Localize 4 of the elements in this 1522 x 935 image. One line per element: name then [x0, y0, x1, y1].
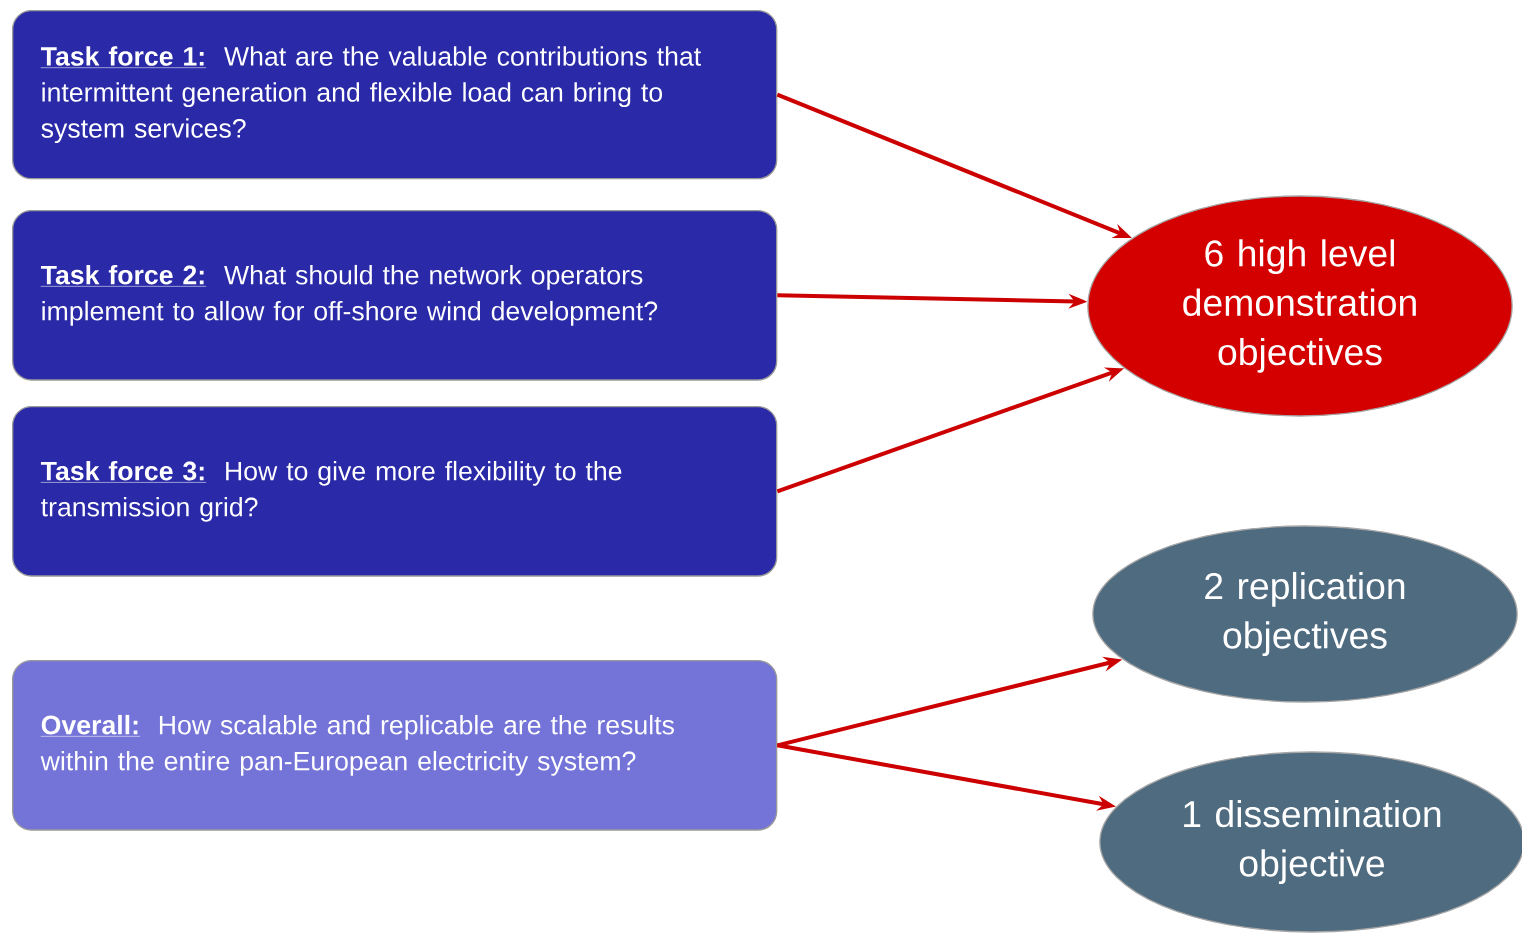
question-box: Task force 1: What are the valuable contributions that intermittent generation and flexible load can bring to system services? — [12, 10, 778, 180]
question-box: Task force 3: How to give more flexibility to the transmission grid? — [12, 406, 778, 577]
question-box: Task force 2: What should the network operators implement to allow for off-shore wind development? — [12, 210, 778, 381]
question-box: Overall: How scalable and replicable are the results within the entire pan-European electricity system? — [12, 660, 778, 831]
